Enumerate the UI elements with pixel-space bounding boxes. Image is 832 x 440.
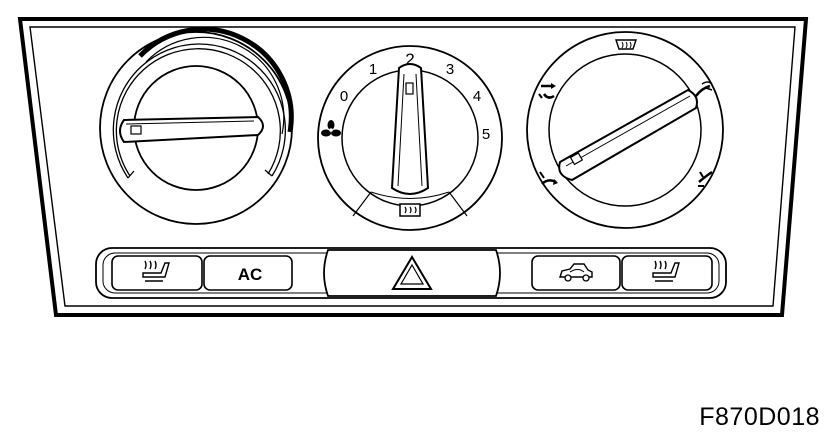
distribution-knob-handle[interactable] xyxy=(558,88,698,182)
distribution-pointer xyxy=(569,152,584,166)
panel-inner-frame xyxy=(29,26,796,307)
panel-outer-frame xyxy=(17,17,809,317)
fan-speed-label-4: 4 xyxy=(473,88,481,105)
car-recirculation-icon xyxy=(559,263,593,282)
temperature-pointer xyxy=(130,125,142,135)
fan-speed-label-0: 0 xyxy=(340,88,348,105)
seat-heater-icon xyxy=(142,260,170,282)
face-vent-icon xyxy=(538,83,556,99)
temperature-dial[interactable] xyxy=(99,26,294,225)
fan-icon xyxy=(321,120,341,137)
hazard-triangle-icon xyxy=(391,255,433,290)
fan-speed-label-2: 2 xyxy=(405,50,414,69)
temperature-scale-arc xyxy=(138,26,294,133)
fan-speed-label-1: 1 xyxy=(369,61,377,78)
air-distribution-dial[interactable] xyxy=(526,31,724,229)
fan-speed-label-5: 5 xyxy=(482,126,490,143)
figure-code: F870D018 xyxy=(699,403,820,431)
rear-defrost-icon xyxy=(399,203,421,217)
hazard-button[interactable] xyxy=(323,249,501,297)
left-seat-heat-button[interactable] xyxy=(111,255,203,291)
feet-defrost-icon xyxy=(698,170,713,187)
fan-pointer xyxy=(405,82,414,95)
feet-icon xyxy=(539,171,558,185)
fan-knob-handle[interactable] xyxy=(390,63,430,195)
fan-speed-dial[interactable]: 0 1 2 3 4 5 xyxy=(317,45,503,231)
fan-speed-label-3: 3 xyxy=(446,61,454,78)
ac-button[interactable]: AC xyxy=(203,255,293,291)
face-feet-icon xyxy=(695,81,713,97)
right-seat-heat-button[interactable] xyxy=(621,255,713,291)
windshield-defrost-icon xyxy=(615,39,637,50)
seat-heater-icon xyxy=(652,260,680,282)
ac-label: AC xyxy=(238,265,263,284)
recirculation-button[interactable] xyxy=(531,255,621,291)
